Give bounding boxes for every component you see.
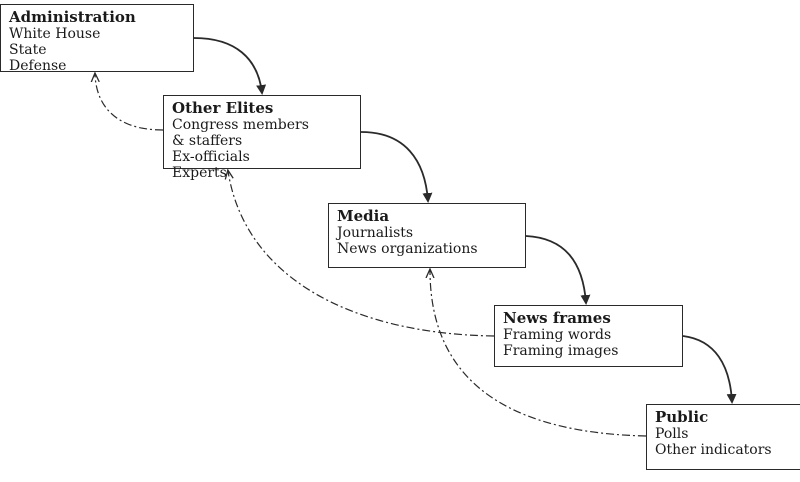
public-box: Public Polls Other indicators bbox=[646, 404, 800, 470]
news-frames-item: Framing words bbox=[503, 327, 612, 343]
media-item: Journalists bbox=[337, 225, 414, 241]
other-elites-box: Other Elites Congress members & staffers… bbox=[163, 95, 361, 181]
arrow-administration-to-elites bbox=[193, 37, 267, 95]
feedback-elites-to-administration bbox=[95, 74, 164, 131]
administration-item: White House bbox=[9, 26, 101, 42]
public-item: Other indicators bbox=[655, 442, 772, 458]
news-frames-item: Framing images bbox=[503, 343, 619, 359]
feedback-public-to-media bbox=[430, 270, 647, 437]
administration-item: Defense bbox=[9, 58, 67, 74]
arrow-elites-to-media bbox=[360, 131, 433, 203]
public-title: Public bbox=[655, 408, 709, 426]
other-elites-item: Experts bbox=[172, 165, 227, 181]
administration-item: State bbox=[9, 42, 47, 58]
media-box: Media Journalists News organizations bbox=[328, 203, 526, 268]
other-elites-item: Congress members bbox=[172, 117, 309, 133]
public-item: Polls bbox=[655, 426, 689, 442]
news-frames-box: News frames Framing words Framing images bbox=[494, 305, 683, 367]
administration-box: Administration White House State Defense bbox=[0, 4, 194, 74]
media-title: Media bbox=[337, 207, 390, 225]
other-elites-item: Ex-officials bbox=[172, 149, 250, 165]
arrow-frames-to-public bbox=[682, 335, 737, 404]
media-item: News organizations bbox=[337, 241, 478, 257]
other-elites-title: Other Elites bbox=[172, 99, 274, 117]
administration-title: Administration bbox=[9, 8, 136, 26]
arrow-media-to-frames bbox=[525, 235, 591, 305]
news-frames-title: News frames bbox=[503, 309, 611, 327]
other-elites-item: & staffers bbox=[172, 133, 243, 149]
